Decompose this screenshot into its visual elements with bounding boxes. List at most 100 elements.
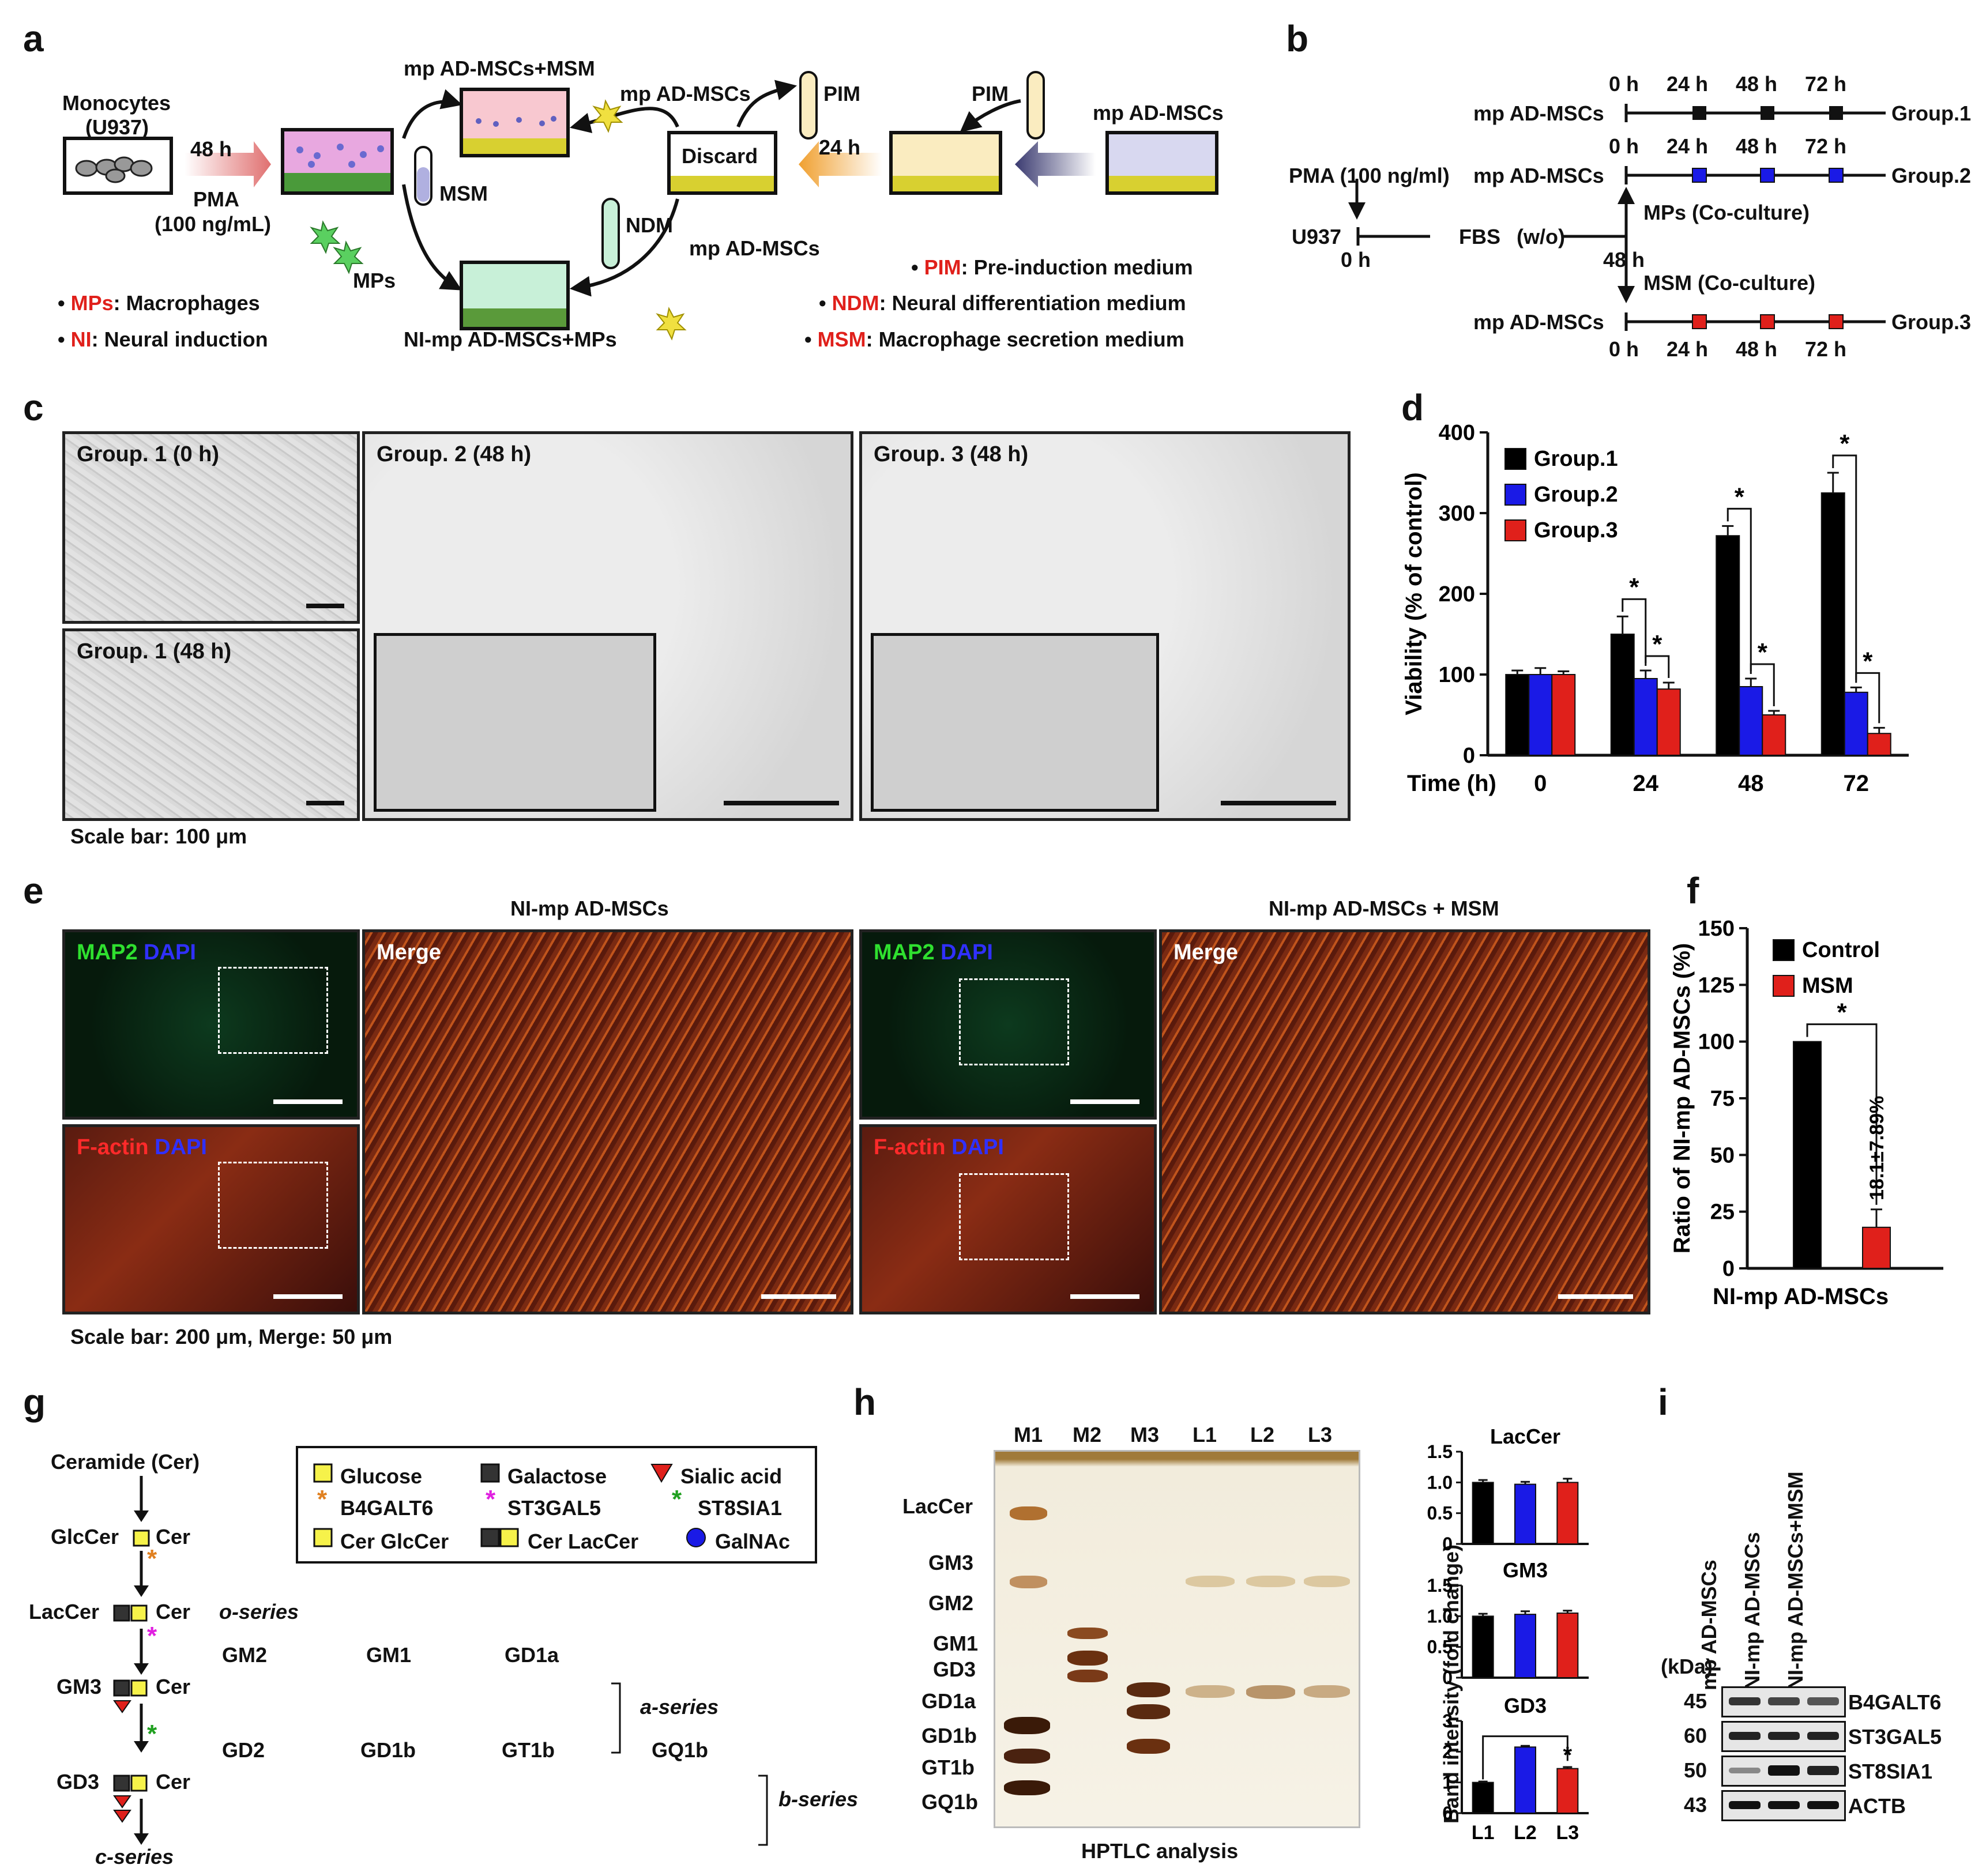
scale-bar — [724, 801, 839, 805]
b-u937: U937 — [1292, 225, 1342, 248]
scale-bar — [1070, 1099, 1139, 1104]
b-time-72-row2: 72 h — [1805, 134, 1847, 158]
g-legend-b4galt6: B4GALT6 — [340, 1496, 434, 1520]
h-band-laccer: LacCer — [902, 1494, 973, 1518]
panel-c-label: c — [23, 387, 44, 428]
svg-text:*: * — [147, 1720, 157, 1748]
g-gq1b: GQ1b — [652, 1738, 709, 1762]
blot-st3gal5 — [1721, 1721, 1846, 1752]
merge-label: Merge — [377, 940, 441, 965]
micro-group3-48h: Group. 3 (48 h) — [859, 431, 1351, 821]
y-tick-label: 0 — [1442, 1534, 1453, 1554]
y-tick-label: 75 — [1710, 1087, 1735, 1111]
b-msm-co: MSM (Co-culture) — [1643, 271, 1815, 295]
b-group1: Group.1 — [1891, 101, 1971, 125]
bar — [1762, 714, 1786, 756]
g-gm1: GM1 — [366, 1643, 412, 1667]
significance-star: * — [1758, 638, 1768, 666]
g-aseries: a-series — [640, 1695, 719, 1719]
24h-label: 24 h — [819, 135, 861, 159]
panel-d-label: d — [1401, 387, 1424, 428]
bar — [1556, 1768, 1579, 1814]
svg-text:*: * — [317, 1485, 328, 1513]
b-group2: Group.2 — [1891, 164, 1971, 187]
i-protein-actb: ACTB — [1848, 1794, 1906, 1818]
b-wo: (w/o) — [1517, 225, 1565, 248]
mps-label: MPs — [353, 269, 396, 292]
micro-inset — [374, 633, 656, 812]
legend-msm: • MSM: Macrophage secretion medium — [804, 327, 1184, 351]
i-marker-50: 50 — [1684, 1758, 1707, 1782]
h-lane-l3: L3 — [1308, 1423, 1333, 1446]
bar — [1556, 1613, 1579, 1678]
x-tick-label: 72 — [1844, 771, 1870, 796]
bar — [1716, 535, 1740, 756]
panel-g-label: g — [23, 1381, 46, 1423]
bar — [1514, 1614, 1536, 1678]
b-time-24-row3: 24 h — [1667, 337, 1709, 361]
i-marker-45: 45 — [1684, 1689, 1707, 1713]
pim-tube-top — [799, 71, 818, 140]
ndm-label: NDM — [626, 213, 673, 237]
x-axis-label: Time (h) — [1407, 771, 1496, 796]
significance-star: * — [1863, 647, 1873, 675]
svg-text:*: * — [147, 1545, 157, 1573]
scale-bar — [306, 604, 344, 608]
band — [1127, 1704, 1170, 1719]
b-pma: PMA (100 ng/ml) — [1289, 164, 1450, 187]
band — [1186, 1685, 1235, 1698]
b-time-48-row3: 48 h — [1736, 337, 1778, 361]
significance-bracket — [1482, 1735, 1568, 1780]
g-legend-st8sia1: ST8SIA1 — [698, 1496, 783, 1520]
g-legend-galnac: GalNAc — [715, 1530, 791, 1553]
g-gd3: GD3 — [57, 1770, 100, 1794]
band — [1004, 1749, 1050, 1764]
pim-right-label: PIM — [972, 82, 1009, 106]
legend-ndm: • NDM: Neural differentiation medium — [819, 291, 1186, 315]
i-marker-60: 60 — [1684, 1724, 1707, 1747]
i-protein-st8sia1: ST8SIA1 — [1848, 1760, 1933, 1783]
b-time-48-row2: 48 h — [1736, 134, 1778, 158]
bar — [1472, 1482, 1494, 1545]
discard-label: Discard — [682, 144, 758, 168]
zoom-box — [959, 978, 1069, 1065]
pim-arrow — [799, 141, 882, 187]
i-kda: (kDa) — [1661, 1655, 1713, 1678]
bar — [1472, 1615, 1494, 1678]
g-gd3-cer: Cer — [156, 1770, 191, 1794]
b-time-0-row2: 0 h — [1609, 134, 1639, 158]
band — [1004, 1717, 1050, 1734]
g-glccer-cer: Cer — [156, 1525, 191, 1549]
zoom-box — [218, 967, 328, 1054]
legend-swatch — [1773, 939, 1795, 961]
y-tick-label: 150 — [1698, 917, 1735, 941]
fluo-merge-right: Merge — [1159, 929, 1650, 1314]
b-time-24-row1: 24 h — [1667, 72, 1709, 96]
h-band-gd3: GD3 — [933, 1657, 976, 1681]
pma-conc-label: (100 ng/mL) — [155, 212, 272, 236]
h-band-gt1b: GT1b — [921, 1756, 975, 1779]
y-tick-label: 1.5 — [1427, 1575, 1453, 1596]
band — [1067, 1670, 1108, 1682]
pim-tube-right — [1026, 71, 1045, 140]
bar — [1844, 691, 1868, 756]
x-tick-label: 48 — [1738, 771, 1764, 796]
bar — [1656, 688, 1681, 756]
annotation: 18.1±7.89% — [1866, 1096, 1888, 1200]
x-tick-label: 0 — [1534, 771, 1547, 796]
h-band-gm1: GM1 — [933, 1632, 979, 1655]
svg-text:*: * — [672, 1485, 682, 1513]
bar — [1472, 1781, 1494, 1814]
scale-bar — [1558, 1294, 1633, 1299]
significance-bracket — [1645, 655, 1670, 678]
scale-bar — [273, 1294, 343, 1299]
legend-label: Group.2 — [1534, 483, 1618, 507]
bar — [1867, 733, 1891, 756]
y-tick-label: 100 — [1698, 1030, 1735, 1054]
significance-star: * — [1735, 483, 1745, 511]
band — [1304, 1576, 1350, 1587]
micro-title: Group. 1 (0 h) — [77, 442, 219, 466]
y-tick-label: 1.5 — [1427, 1441, 1453, 1462]
panel-a-label: a — [23, 18, 44, 59]
